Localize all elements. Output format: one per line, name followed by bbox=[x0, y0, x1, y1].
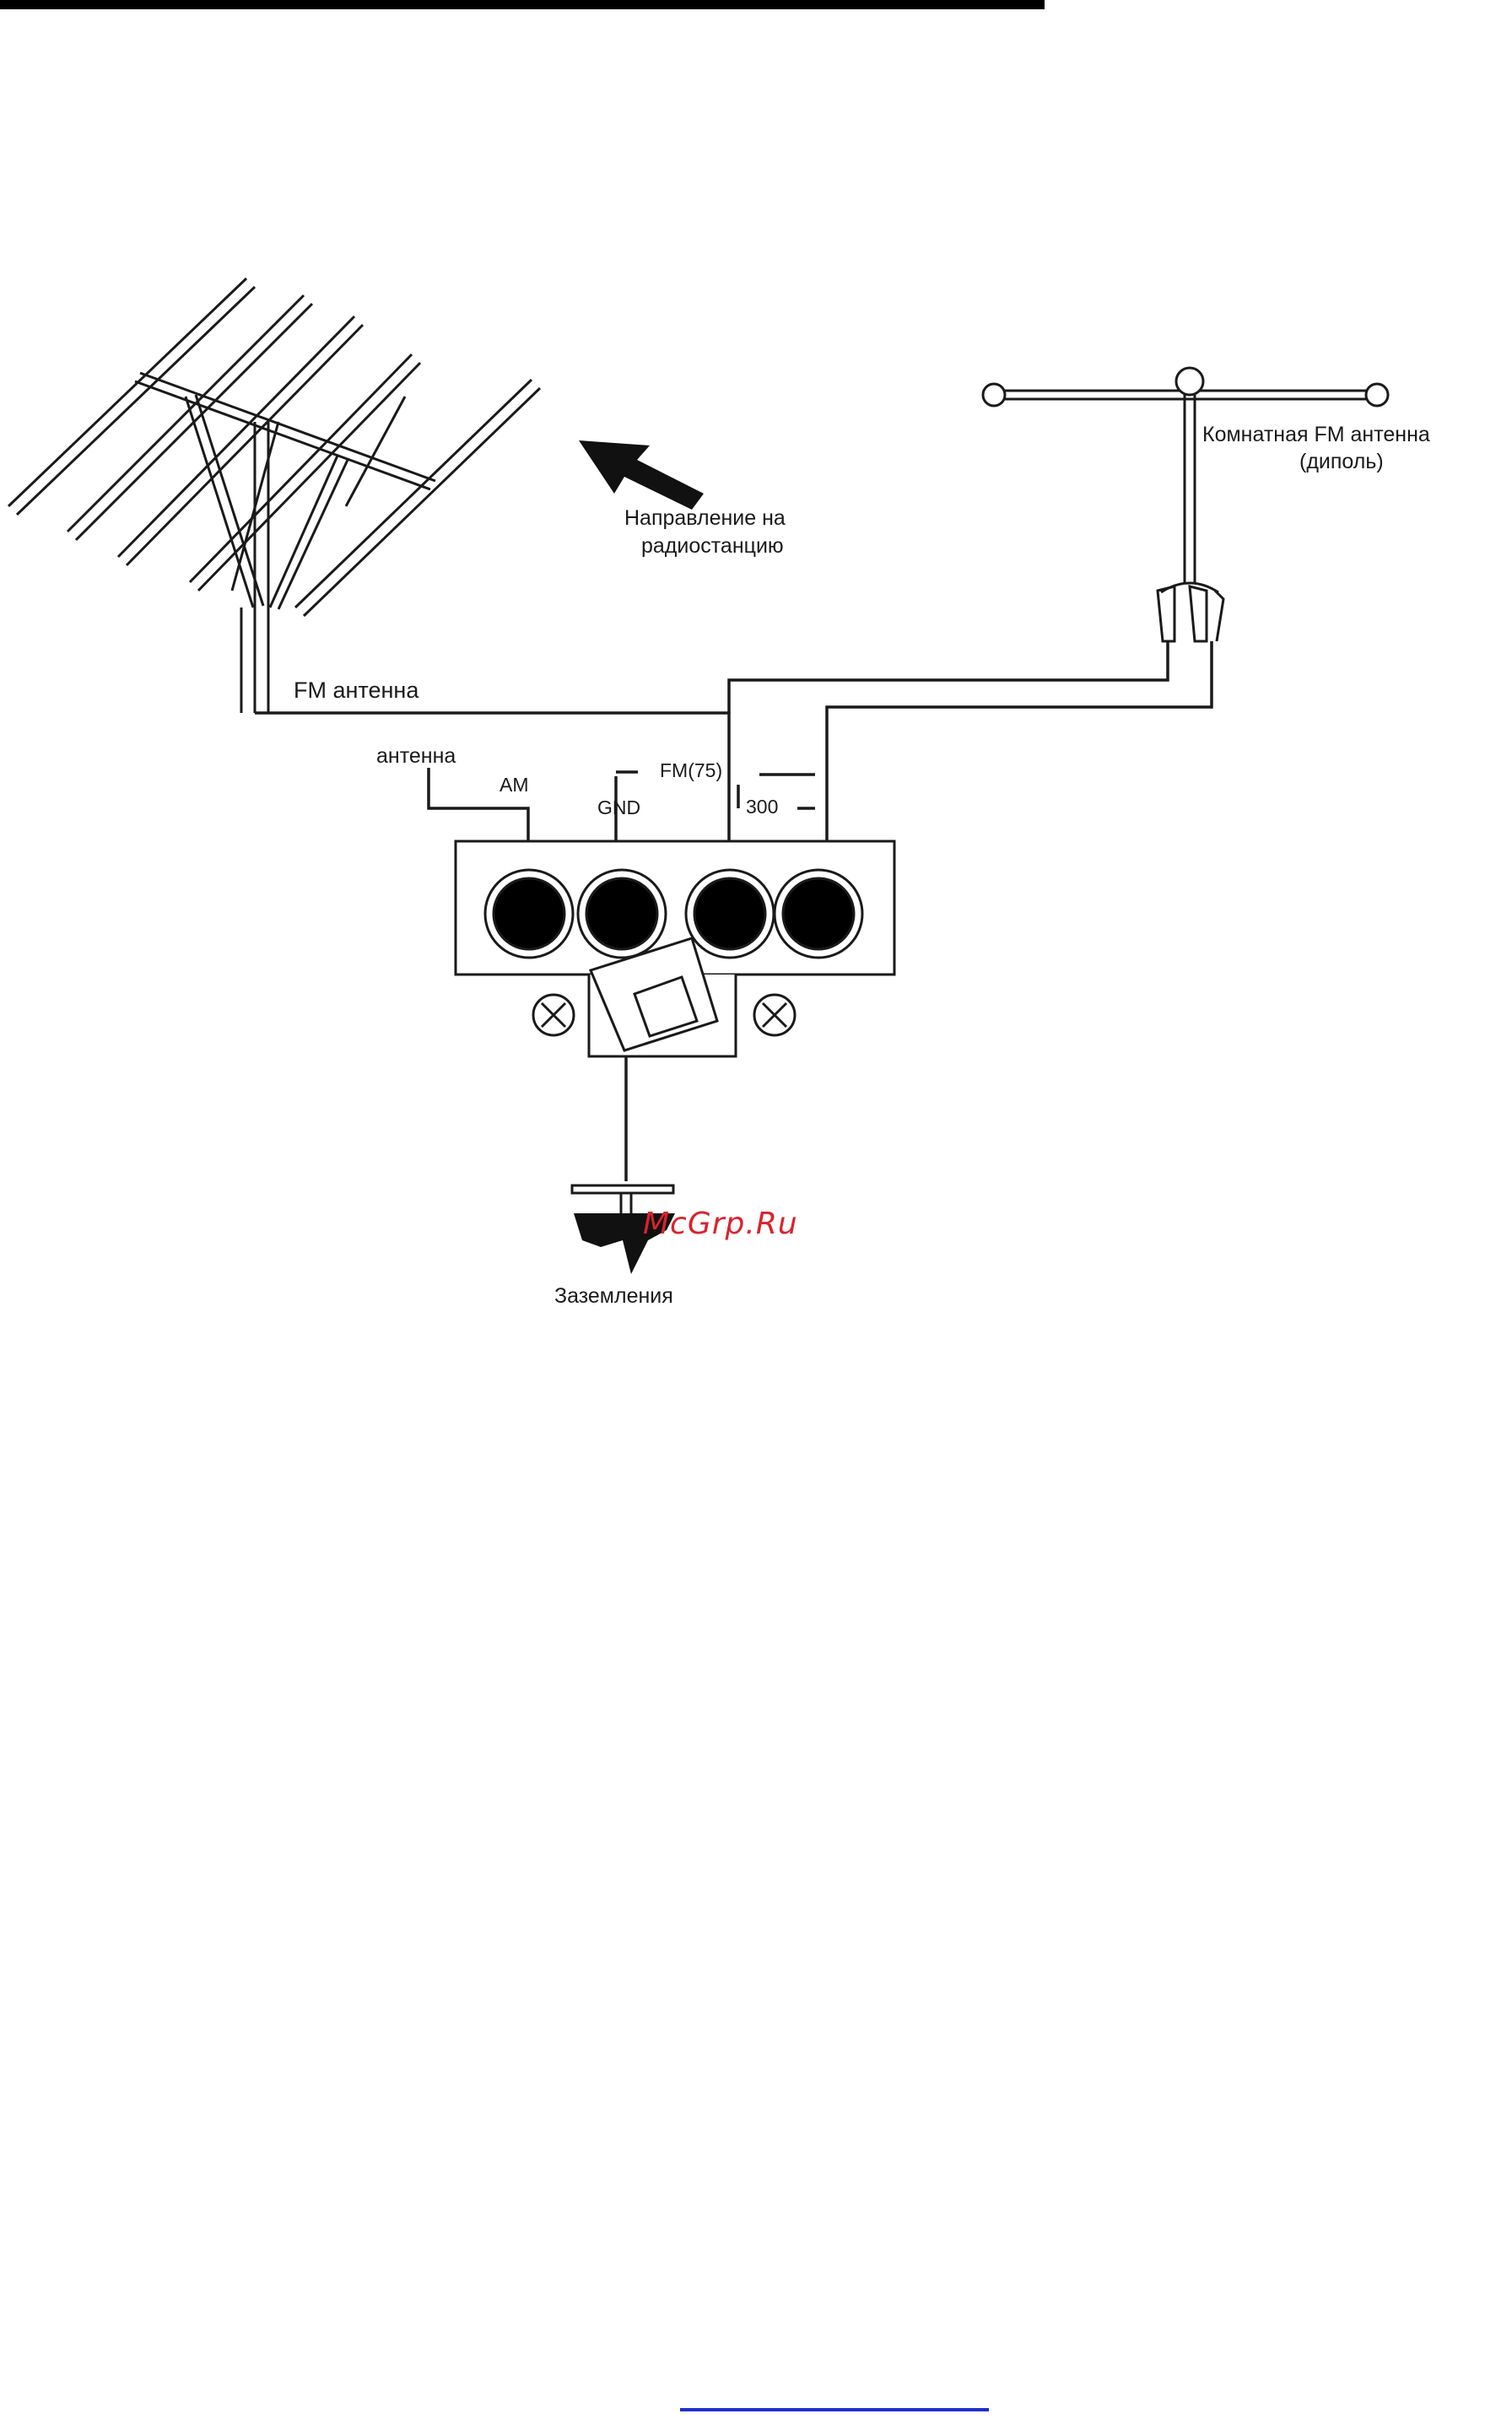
direction-label-line1: Направление на bbox=[624, 506, 786, 530]
terminal-panel bbox=[456, 841, 894, 1056]
ohm300-label: 300 bbox=[746, 796, 778, 818]
dipole-connector bbox=[1158, 586, 1223, 641]
watermark: McGrp.Ru bbox=[643, 1207, 798, 1241]
outdoor-fm-antenna bbox=[8, 278, 540, 713]
ground-label: Заземления bbox=[554, 1284, 673, 1308]
dipole-center-hub bbox=[1176, 368, 1203, 395]
arrow-icon bbox=[579, 440, 704, 510]
screw-icon bbox=[754, 995, 795, 1035]
indoor-antenna-label-line2: (диполь) bbox=[1299, 450, 1384, 473]
terminal-knob-am bbox=[485, 870, 573, 958]
am-label: AM bbox=[500, 774, 529, 796]
bottom-link-underline[interactable] bbox=[680, 2408, 989, 2411]
antenna-elements bbox=[8, 278, 540, 616]
gnd-label: GND bbox=[597, 796, 640, 818]
terminal-knob-300 bbox=[775, 870, 862, 958]
indoor-antenna-label-line1: Комнатная FM антенна bbox=[1202, 423, 1430, 446]
fm75-label: FM(75) bbox=[660, 759, 722, 781]
terminal-knob-gnd bbox=[578, 870, 666, 958]
antenna-boom bbox=[135, 373, 435, 489]
fm-antenna-label: FM антенна bbox=[294, 678, 419, 703]
dipole-end-left bbox=[983, 384, 1005, 406]
antenna-mast bbox=[241, 422, 268, 713]
dipole-end-right bbox=[1366, 384, 1388, 406]
screw-icon bbox=[533, 995, 574, 1035]
am-antenna-label: антенна bbox=[376, 744, 456, 768]
terminal-knob-fm75 bbox=[686, 870, 774, 958]
direction-label-line2: радиостанцию bbox=[641, 534, 784, 558]
indoor-cable-a bbox=[729, 641, 1168, 713]
indoor-fm-dipole bbox=[983, 368, 1388, 641]
antenna-struts bbox=[186, 395, 405, 609]
